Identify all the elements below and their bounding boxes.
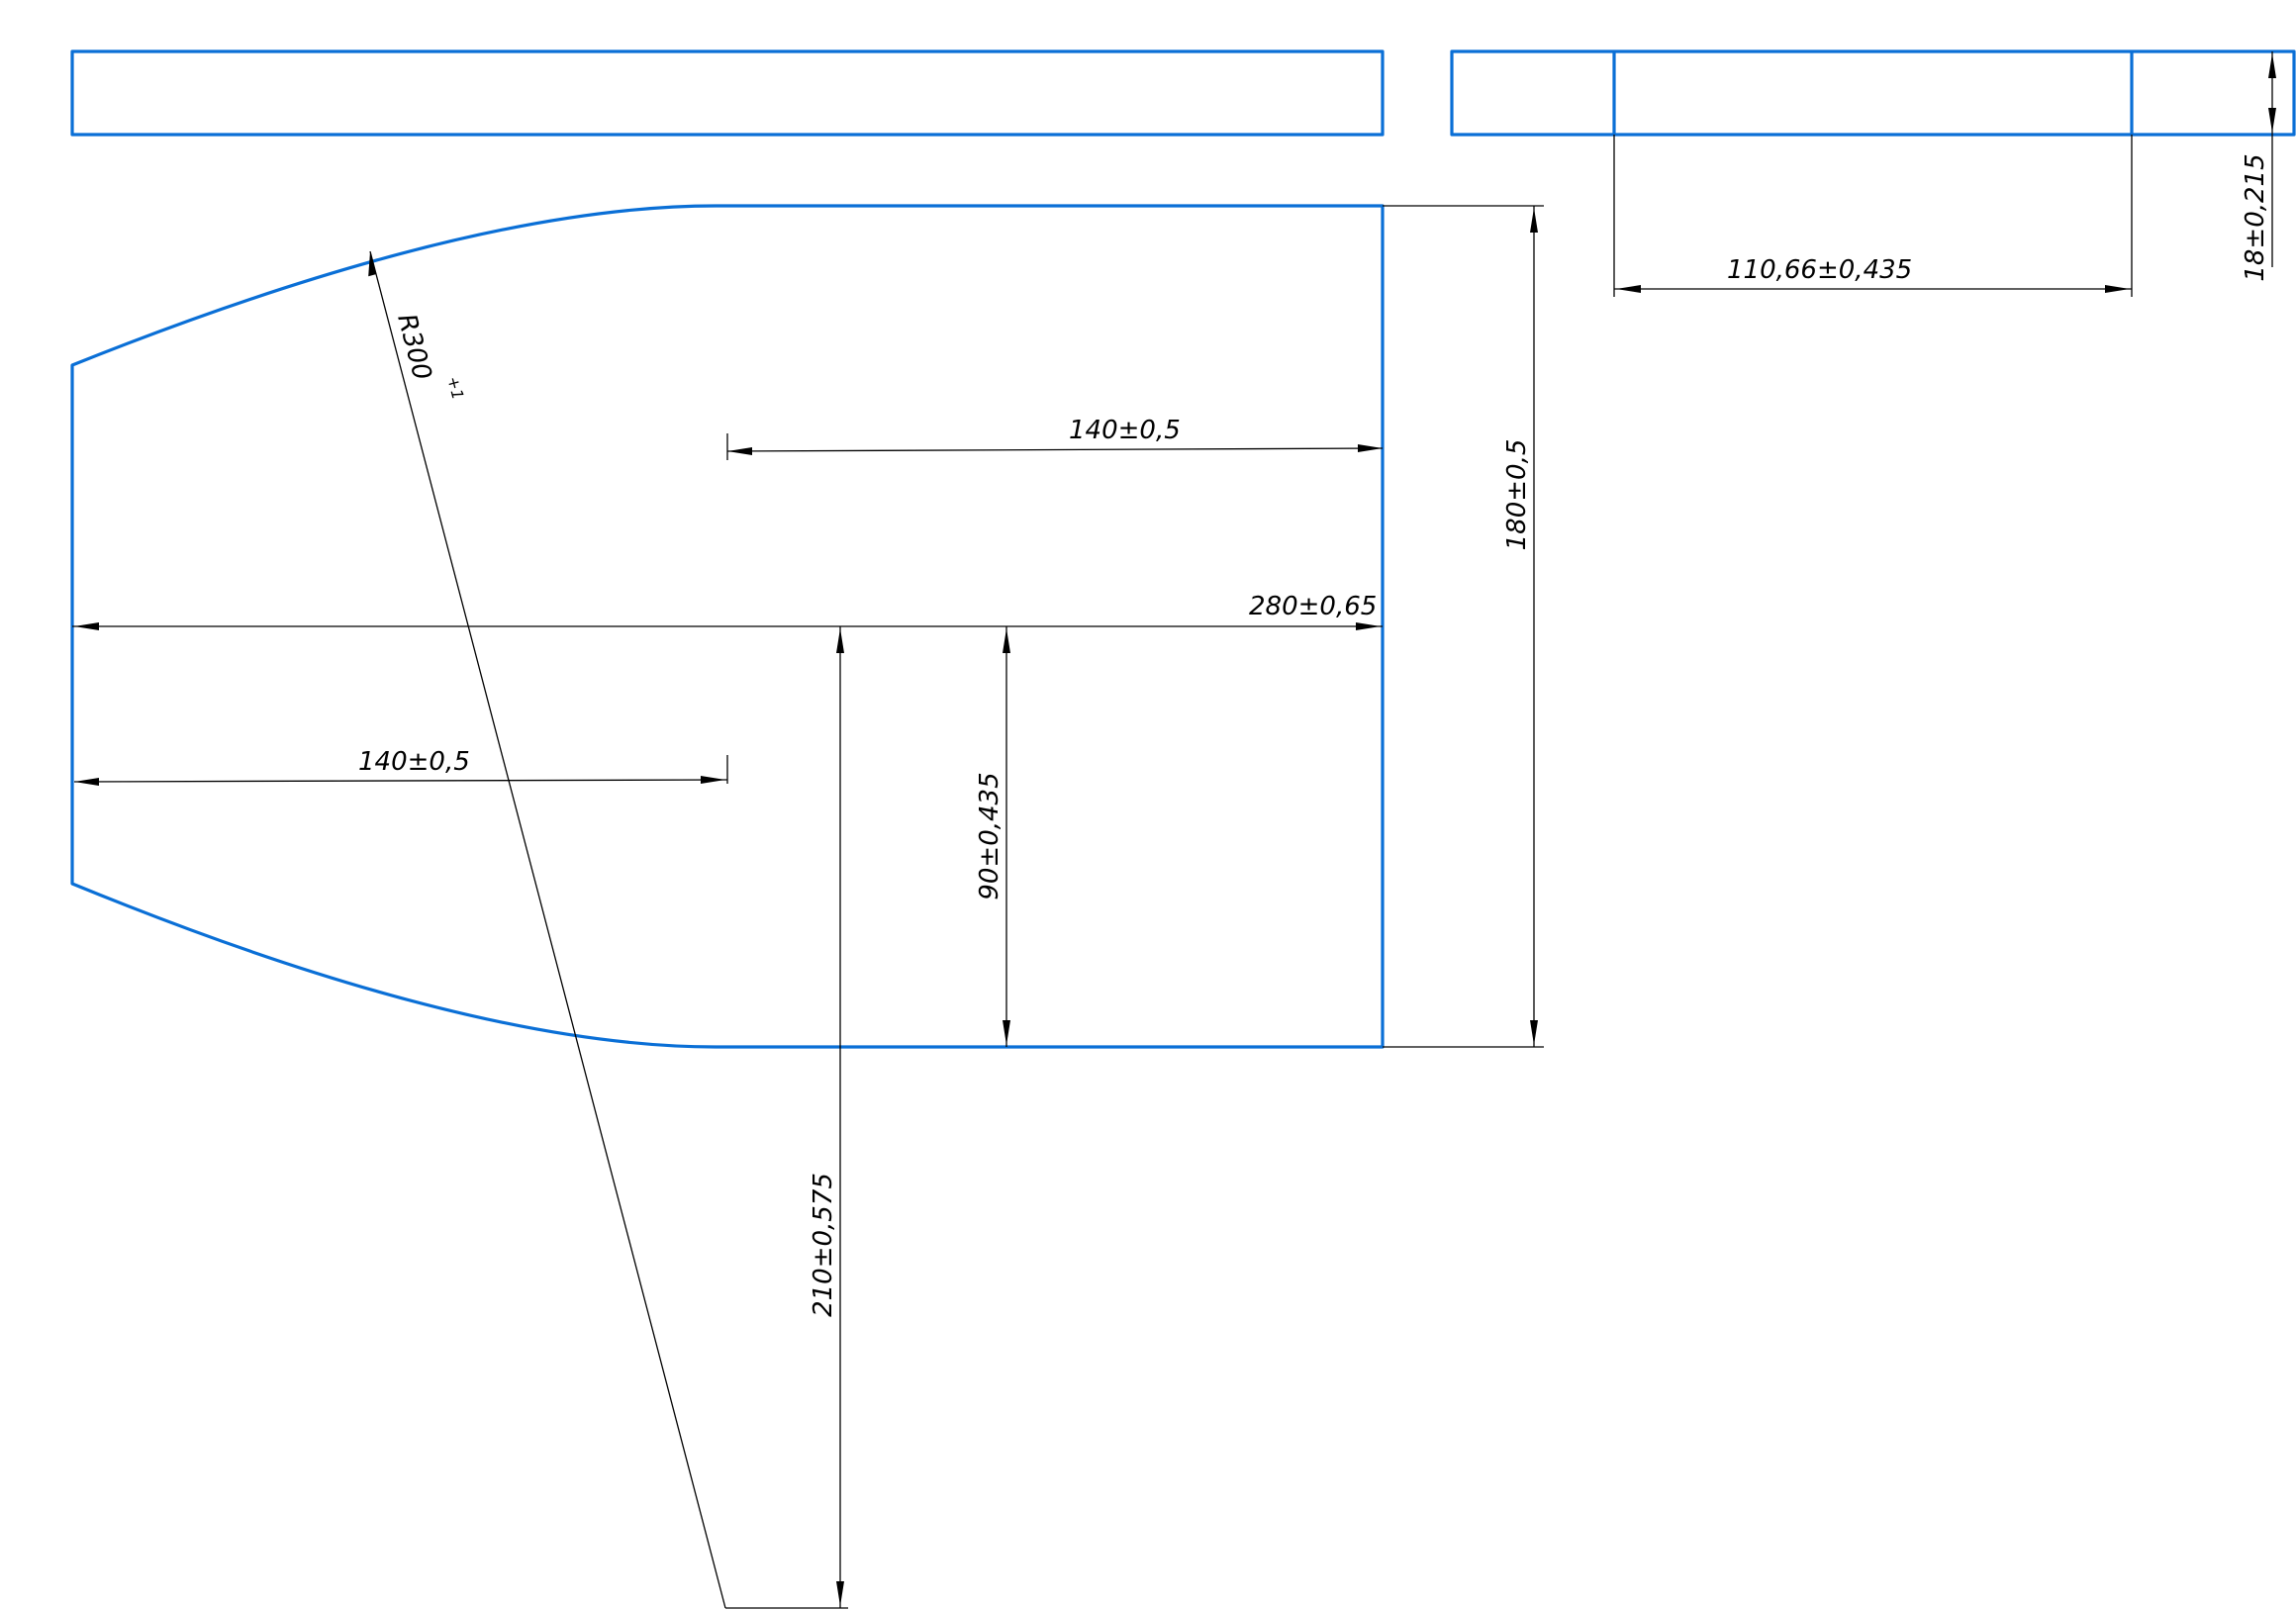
dimension-length-bottom-label: 140±0,5 <box>358 747 470 777</box>
dimension-half-height-label: 90±0,435 <box>975 772 1004 900</box>
dimension-length-top: 140±0,5 <box>726 416 1384 460</box>
side-view-outline <box>1450 49 2296 137</box>
dimension-thickness-label: 18±0,215 <box>2241 153 2270 281</box>
dimension-overall-length: 280±0,65 <box>72 592 1383 630</box>
dimension-height: 180±0,5 <box>1383 205 1544 1048</box>
dimension-half-height: 90±0,435 <box>975 626 1010 1047</box>
dimension-radius-tolerance: +1 <box>443 374 467 402</box>
dimension-length-bottom: 140±0,5 <box>73 747 728 786</box>
top-view-outline <box>70 49 1385 137</box>
dimension-length-top-label: 140±0,5 <box>1069 416 1181 445</box>
dimension-thickness: 18±0,215 <box>2241 51 2276 282</box>
side-view <box>1450 49 2296 137</box>
dimension-radius-center-offset-label: 210±0,575 <box>809 1173 838 1317</box>
dimension-side-middle-length: 110,66±0,435 <box>1613 135 2133 297</box>
dimension-radius-label: R300 <box>391 311 436 383</box>
dimension-overall-length-label: 280±0,65 <box>1249 592 1377 621</box>
dimension-side-middle-length-label: 110,66±0,435 <box>1727 255 1912 285</box>
dimension-radius-center-offset: 210±0,575 <box>725 626 848 1609</box>
dimension-radius: R300 +1 <box>368 250 726 1609</box>
main-view-outline <box>70 204 1385 1049</box>
dimension-height-label: 180±0,5 <box>1502 439 1532 551</box>
